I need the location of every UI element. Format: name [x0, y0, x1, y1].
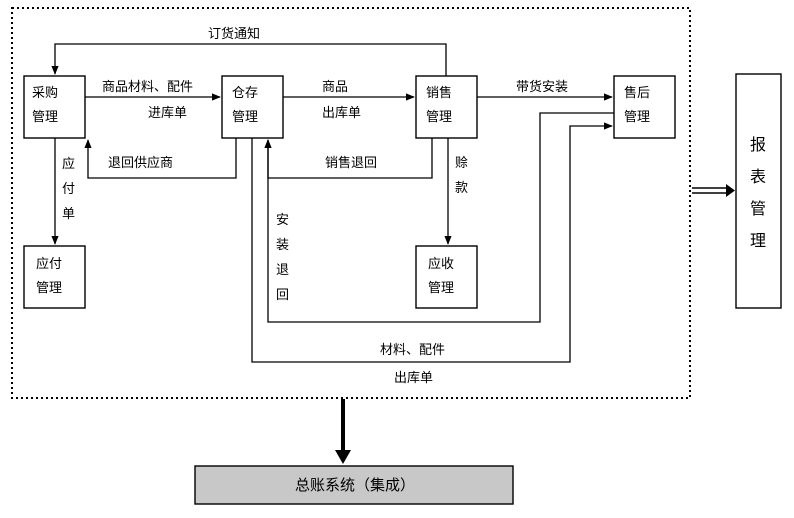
ledger-box[interactable]: 总账系统（集成） — [194, 465, 514, 505]
goods-out-label-1: 商品 — [322, 80, 348, 95]
sales-label-1: 销售 — [426, 85, 452, 101]
aftersales-label-1: 售后 — [624, 85, 650, 101]
payable-label-2: 管理 — [36, 281, 62, 296]
warehouse-label-2: 管理 — [232, 110, 258, 125]
sales-box[interactable]: 销售 管理 — [415, 75, 478, 139]
sales-label-2: 管理 — [426, 110, 452, 125]
order-notice-arrow — [51, 43, 447, 76]
system-boundary — [11, 7, 691, 399]
credit-vertical-1: 赊 — [455, 156, 468, 171]
report-label-3: 管 — [750, 199, 766, 218]
report-label-2: 表 — [750, 167, 766, 186]
payable-vertical-1: 应 — [62, 156, 75, 172]
return-supplier-arrow — [84, 138, 237, 179]
credit-vertical-2: 款 — [455, 181, 468, 196]
receivable-box[interactable]: 应收 管理 — [415, 245, 478, 309]
material-out-arrow — [251, 122, 613, 363]
warehouse-box[interactable]: 仓存 管理 — [221, 75, 284, 139]
install-return-1: 安 — [276, 213, 289, 228]
install-return-4: 回 — [276, 288, 289, 303]
order-notice-label: 订货通知 — [208, 26, 260, 42]
report-double-arrow — [692, 184, 735, 197]
payable-label-1: 应付 — [36, 256, 62, 272]
payable-box[interactable]: 应付 管理 — [23, 245, 86, 309]
report-label-1: 报 — [750, 135, 766, 154]
purchase-in-label-2: 进库单 — [148, 105, 187, 121]
return-supplier-label: 退回供应商 — [108, 155, 173, 171]
purchase-label-1: 采购 — [32, 85, 58, 101]
material-out-label-2: 出库单 — [394, 370, 433, 386]
aftersales-label-2: 管理 — [624, 110, 650, 125]
purchase-in-label-1: 商品材料、配件 — [102, 80, 193, 95]
material-out-label-1: 材料、配件 — [380, 343, 445, 358]
install-return-2: 装 — [276, 238, 289, 253]
ledger-label: 总账系统（集成） — [295, 476, 415, 494]
delivery-install-label: 带货安装 — [516, 79, 568, 95]
goods-out-label-2: 出库单 — [322, 105, 361, 121]
warehouse-label-1: 仓存 — [232, 86, 258, 101]
purchase-label-2: 管理 — [32, 110, 58, 125]
sales-return-label: 销售退回 — [325, 155, 377, 171]
receivable-label-2: 管理 — [428, 281, 454, 296]
install-return-arrow — [264, 112, 614, 323]
report-box[interactable]: 报 表 管 理 — [735, 73, 782, 309]
report-label-4: 理 — [750, 231, 766, 250]
receivable-label-1: 应收 — [428, 256, 454, 272]
install-return-3: 退 — [276, 263, 289, 278]
purchase-box[interactable]: 采购 管理 — [23, 75, 86, 139]
ledger-arrow — [335, 399, 351, 464]
payable-vertical-3: 单 — [62, 207, 75, 222]
aftersales-box[interactable]: 售后 管理 — [613, 75, 676, 139]
payable-vertical-2: 付 — [62, 182, 75, 197]
